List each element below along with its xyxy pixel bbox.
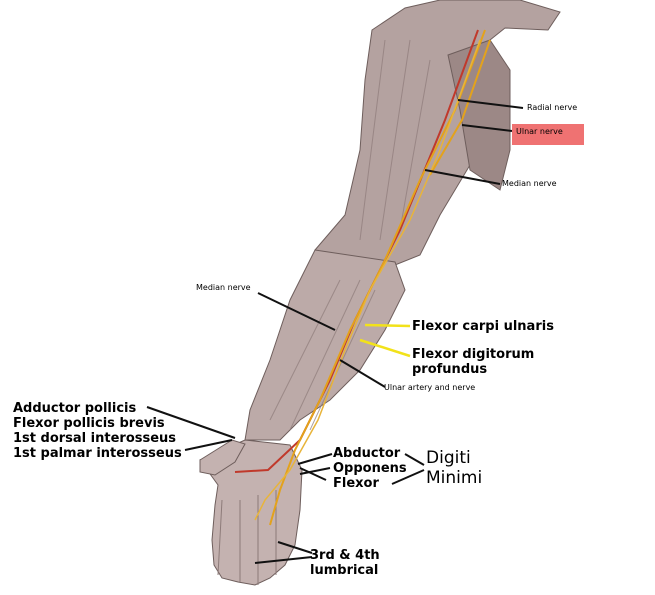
digiti-line-2: Minimi <box>426 468 483 488</box>
leader-adductor-pollicis <box>146 406 236 439</box>
fdp-line-2: profundus <box>412 362 488 377</box>
hypothenar-line-3: Flexor <box>333 476 379 491</box>
muscle-fibers <box>269 39 431 431</box>
label-ulnar-artery-nerve: Ulnar artery and nerve <box>384 383 476 392</box>
hypothenar-line-2: Opponens <box>333 461 407 476</box>
leader-digiti-2 <box>391 469 425 485</box>
label-digiti-minimi: Digiti Minimi <box>426 448 482 488</box>
yellow-leader-lines <box>359 323 411 358</box>
leader-digiti-1 <box>404 453 425 466</box>
hypothenar-line-1: Abductor <box>333 446 401 461</box>
leader-flexor-carpi-ulnaris <box>364 323 411 328</box>
nerve-bundle-3 <box>254 39 481 521</box>
nerve-bundle-2 <box>429 39 491 176</box>
thenar-line-3: 1st dorsal interosseus <box>13 431 177 446</box>
leader-flexor <box>299 467 327 481</box>
label-lumbricals: 3rd & 4th lumbrical <box>310 548 380 578</box>
leader-1st-palmar <box>184 439 233 451</box>
ulnar-nerve-highlight <box>512 124 584 145</box>
label-ulnar-nerve: Ulnar nerve <box>516 127 563 136</box>
finger-lines <box>217 490 277 585</box>
leader-median-nerve-upper <box>424 169 501 185</box>
forearm-silhouette <box>244 249 406 441</box>
leader-abductor <box>297 453 333 465</box>
leader-flexor-digitorum-profundus <box>359 338 411 358</box>
leader-lumbrical-2 <box>254 556 313 564</box>
leader-ulnar-artery <box>339 359 386 388</box>
fdp-line-1: Flexor digitorum <box>412 347 535 362</box>
leader-median-nerve-forearm <box>257 292 336 331</box>
thenar-line-1: Adductor pollicis <box>13 401 137 416</box>
thenar-line-2: Flexor pollicis brevis <box>13 416 165 431</box>
label-median-nerve-forearm: Median nerve <box>196 283 251 292</box>
digiti-line-1: Digiti <box>426 448 471 468</box>
thenar-line-4: 1st palmar interosseus <box>13 446 182 461</box>
leader-lumbrical-1 <box>277 541 313 554</box>
label-hypothenar-muscles: Abductor Opponens Flexor <box>333 446 407 491</box>
leader-ulnar-nerve <box>461 124 513 132</box>
leader-lines <box>146 99 524 564</box>
leader-opponens <box>299 467 331 475</box>
leader-radial-nerve <box>457 99 524 109</box>
label-flexor-digitorum-profundus: Flexor digitorum profundus <box>412 347 534 377</box>
lumbrical-line-1: 3rd & 4th <box>310 548 380 563</box>
label-flexor-carpi-ulnaris: Flexor carpi ulnaris <box>412 319 554 334</box>
lumbrical-line-2: lumbrical <box>310 563 379 578</box>
label-radial-nerve: Radial nerve <box>527 103 578 112</box>
label-thenar-muscles: Adductor pollicis Flexor pollicis brevis… <box>13 401 182 461</box>
label-median-nerve-upper: Median nerve <box>502 179 557 188</box>
